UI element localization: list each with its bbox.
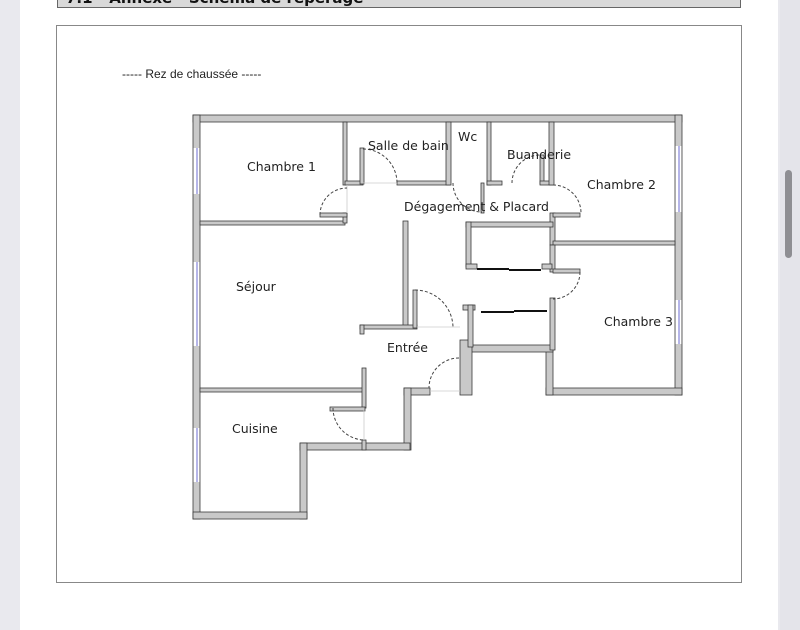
- wall: [548, 121, 555, 186]
- wall: [552, 240, 676, 246]
- wall: [465, 344, 554, 353]
- door-swing: [552, 271, 581, 300]
- wall: [361, 367, 367, 409]
- wall: [299, 442, 308, 520]
- doors: [319, 148, 582, 441]
- wall: [199, 387, 366, 393]
- room-label-chambre1: Chambre 1: [247, 159, 316, 174]
- wall: [403, 387, 412, 451]
- wall: [552, 212, 581, 218]
- room-label-entree: Entrée: [387, 340, 428, 355]
- wall: [412, 289, 418, 329]
- room-label-cuisine: Cuisine: [232, 421, 278, 436]
- plan-frame: [56, 25, 742, 583]
- wall: [445, 121, 452, 186]
- room-label-chambre2: Chambre 2: [587, 177, 656, 192]
- room-label-buanderie: Buanderie: [507, 147, 571, 162]
- section-header: 7.1 - Annexe - Schéma de repérage: [57, 0, 741, 8]
- document-page: [20, 0, 778, 630]
- wall: [541, 263, 553, 270]
- wall: [359, 324, 365, 335]
- wall: [192, 511, 308, 520]
- door-swing: [332, 407, 366, 441]
- wall: [552, 268, 581, 274]
- wall: [361, 439, 367, 451]
- wall: [465, 221, 472, 268]
- room-label-wc: Wc: [458, 129, 477, 144]
- wall: [549, 212, 556, 246]
- wall: [359, 324, 418, 330]
- windows: [193, 146, 682, 482]
- door-swing: [319, 187, 348, 216]
- wall: [329, 406, 366, 412]
- room-label-degagement: Dégagement & Placard: [404, 199, 549, 214]
- door-swing: [452, 182, 483, 213]
- door-swing: [552, 184, 582, 214]
- level-title: ----- Rez de chaussée -----: [122, 67, 262, 81]
- wall: [192, 114, 683, 123]
- wall: [465, 263, 478, 270]
- room-label-chambre3: Chambre 3: [604, 314, 673, 329]
- door-swing: [414, 289, 454, 328]
- wall: [467, 304, 474, 348]
- wall: [549, 244, 556, 273]
- wall: [486, 180, 503, 186]
- wall: [480, 182, 485, 214]
- wall: [465, 221, 554, 228]
- room-label-salle-de-bain: Salle de bain: [368, 138, 449, 153]
- door-swing: [428, 357, 460, 389]
- wall: [402, 220, 409, 329]
- wall: [549, 297, 556, 351]
- wall: [545, 346, 554, 396]
- wall: [342, 121, 348, 186]
- scrollbar-thumb[interactable]: [785, 170, 792, 258]
- wall: [199, 220, 346, 226]
- door-swing: [511, 154, 541, 184]
- scrollbar-track[interactable]: [780, 0, 800, 630]
- wall: [459, 339, 473, 396]
- wall: [545, 387, 683, 396]
- wall: [359, 147, 365, 185]
- wall: [486, 121, 492, 186]
- wall: [396, 180, 451, 186]
- wall: [319, 212, 348, 218]
- door-swing: [362, 148, 398, 184]
- wall: [299, 442, 411, 451]
- room-label-sejour: Séjour: [236, 279, 277, 294]
